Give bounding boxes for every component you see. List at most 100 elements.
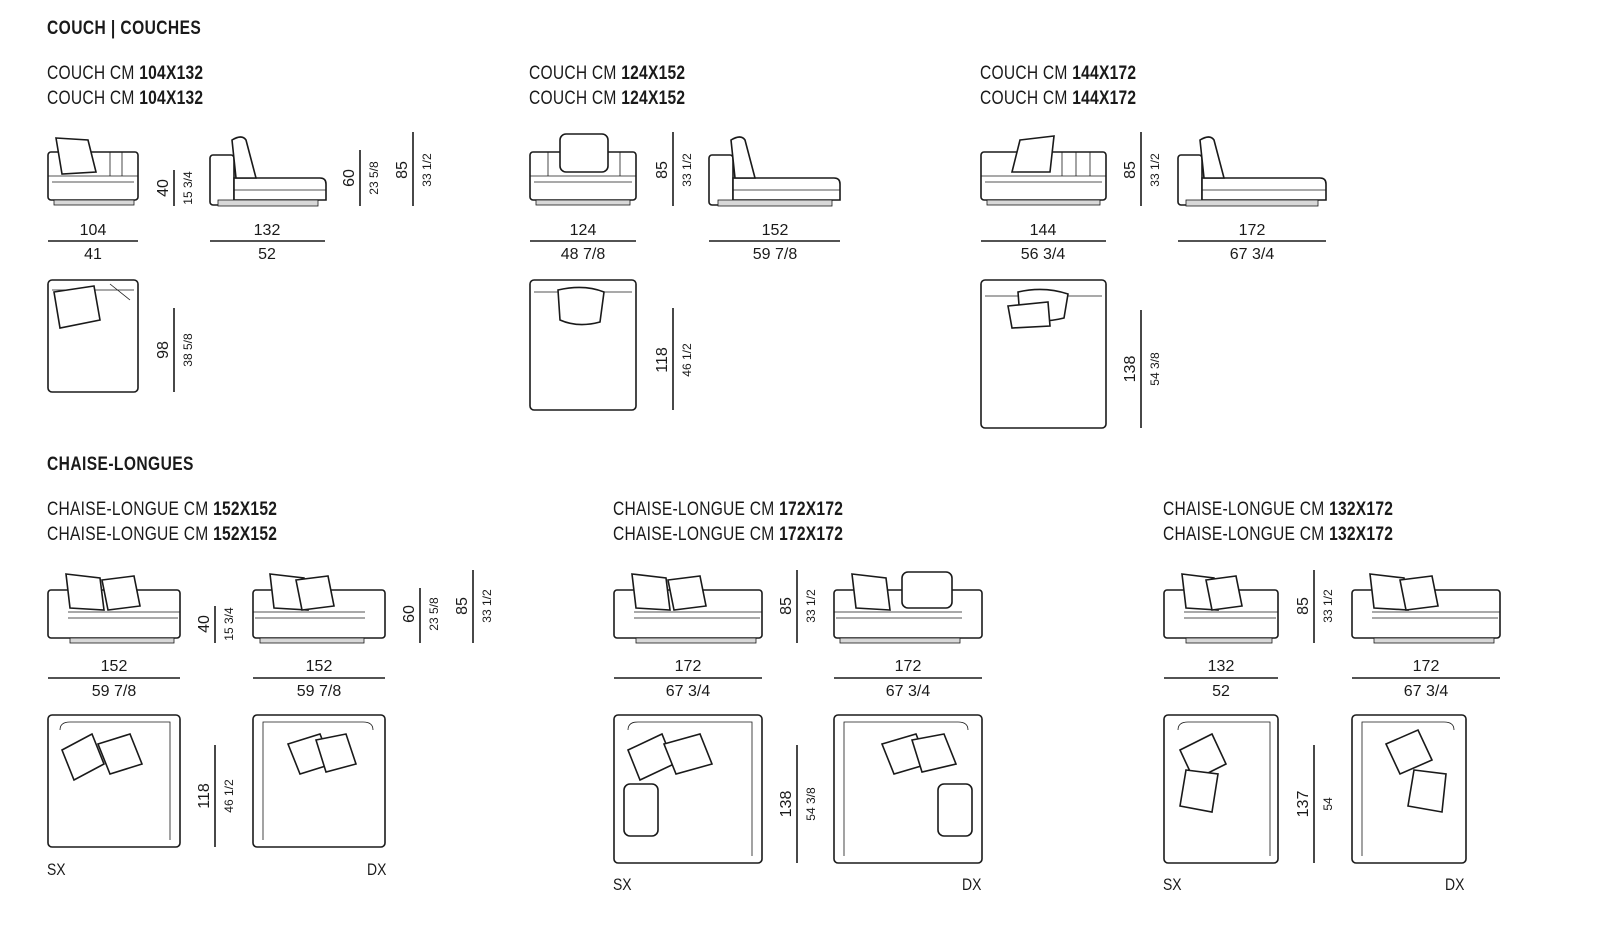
chaise-2-plan-depth-cm: 138 [778, 791, 795, 818]
chaise-3-line1-size: 132X172 [1329, 499, 1394, 520]
couch-3-plan-depth-in: 54 3/8 [1148, 352, 1162, 386]
chaise-1-line2-prefix: CHAISE-LONGUE CM [47, 524, 214, 545]
chaise-3-line1-prefix: CHAISE-LONGUE CM [1163, 499, 1330, 520]
chaise-1-back-height-cm: 85 [454, 597, 471, 615]
chaise-2-line2-prefix: CHAISE-LONGUE CM [613, 524, 780, 545]
couch-3-line1-size: 144X172 [1072, 63, 1137, 84]
chaise-3-front-a-view [1163, 573, 1279, 644]
couch-2-line1-size: 124X152 [621, 63, 686, 84]
chaise-3-front-b-view [1351, 573, 1501, 644]
chaise-2-b-width-cm: 172 [895, 658, 922, 675]
chaise-2-back-height-in: 33 1/2 [804, 589, 818, 623]
chaise-2-a-width-in: 67 3/4 [666, 683, 711, 700]
chaise-3-back-height-cm: 85 [1295, 597, 1312, 615]
couch-1-seat-height-cm: 40 [155, 179, 172, 197]
couch-3-side-view [1177, 136, 1327, 207]
couch-1-title: COUCH CM 104X132 COUCH CM 104X132 [47, 61, 203, 111]
chaise-3-sx-label: SX [1163, 875, 1182, 894]
chaise-1-arm-height-cm: 60 [401, 605, 418, 623]
couch-1-line2-prefix: COUCH CM [47, 88, 140, 109]
couch-2-plan-depth-in: 46 1/2 [680, 343, 694, 377]
couch-1-front-view [47, 137, 139, 206]
couch-2-front-width-cm: 124 [570, 222, 597, 239]
chaise-1-plan-b-view [252, 714, 386, 848]
chaise-2-line2-size: 172X172 [779, 524, 844, 545]
couch-3-line2-prefix: COUCH CM [980, 88, 1073, 109]
chaise-1-sx-label: SX [47, 860, 66, 879]
couch-1-side-width-cm: 132 [254, 222, 281, 239]
couch-2-back-height-cm: 85 [654, 161, 671, 179]
couch-3-side-width-cm: 172 [1239, 222, 1266, 239]
chaise-1-seat-height-in: 15 3/4 [222, 607, 236, 641]
chaise-1-a-width-cm: 152 [101, 658, 128, 675]
chaise-1-line1-size: 152X152 [213, 499, 278, 520]
chaise-1-dx-label: DX [367, 860, 387, 879]
chaise-1-b-width-cm: 152 [306, 658, 333, 675]
couch-1-front-width-in: 41 [84, 246, 102, 263]
chaise-2-title: CHAISE-LONGUE CM 172X172 CHAISE-LONGUE C… [613, 497, 843, 547]
chaise-2-sx-label: SX [613, 875, 632, 894]
chaise-3-title: CHAISE-LONGUE CM 132X172 CHAISE-LONGUE C… [1163, 497, 1393, 547]
chaise-1-b-width-in: 59 7/8 [297, 683, 342, 700]
chaise-3-back-height-in: 33 1/2 [1321, 589, 1335, 623]
couch-2-plan-view [529, 279, 637, 411]
couch-3-plan-view [980, 279, 1107, 429]
couch-2-plan-depth-cm: 118 [654, 347, 671, 373]
chaise-2-b-width-in: 67 3/4 [886, 683, 931, 700]
couch-2-line1-prefix: COUCH CM [529, 63, 622, 84]
couch-1-arm-height-in: 23 5/8 [367, 161, 381, 195]
couch-1-side-view [209, 136, 327, 207]
chaise-1-a-width-in: 59 7/8 [92, 683, 137, 700]
couch-3-side-width-in: 67 3/4 [1230, 246, 1275, 263]
couch-2-side-view [708, 136, 841, 207]
chaise-2-dx-label: DX [962, 875, 982, 894]
chaise-1-arm-height-in: 23 5/8 [427, 597, 441, 631]
couch-1-plan-depth-in: 38 5/8 [181, 333, 195, 367]
couch-2-side-width-in: 59 7/8 [753, 246, 798, 263]
couch-3-plan-depth-cm: 138 [1122, 356, 1139, 383]
couch-2-back-height-in: 33 1/2 [680, 153, 694, 187]
couch-1-line1-size: 104X132 [139, 63, 204, 84]
couch-3-back-height-cm: 85 [1122, 161, 1139, 179]
couch-3-front-width-cm: 144 [1030, 222, 1057, 239]
couch-2-front-width-in: 48 7/8 [561, 246, 606, 263]
chaise-1-plan-depth-in: 46 1/2 [222, 779, 236, 813]
couch-2-front-view [529, 133, 637, 206]
chaise-2-front-b-view [833, 571, 983, 644]
chaise-3-b-width-in: 67 3/4 [1404, 683, 1449, 700]
couch-3-front-width-in: 56 3/4 [1021, 246, 1066, 263]
chaise-1-front-b-view [252, 573, 386, 644]
couch-3-front-view [980, 135, 1107, 206]
couch-2-title: COUCH CM 124X152 COUCH CM 124X152 [529, 61, 685, 111]
chaise-3-plan-depth-in: 54 [1321, 797, 1335, 811]
chaise-3-dx-label: DX [1445, 875, 1465, 894]
chaise-3-line2-prefix: CHAISE-LONGUE CM [1163, 524, 1330, 545]
chaise-2-plan-b-view [833, 714, 983, 864]
chaise-2-plan-a-view [613, 714, 763, 864]
couch-2-line2-prefix: COUCH CM [529, 88, 622, 109]
couches-section-title: COUCH | COUCHES [47, 18, 202, 39]
chaise-3-plan-b-view [1351, 714, 1467, 864]
chaise-3-a-width-cm: 132 [1208, 658, 1235, 675]
chaise-1-plan-depth-cm: 118 [196, 783, 213, 809]
chaise-2-front-a-view [613, 573, 763, 644]
couch-1-side-width-in: 52 [258, 246, 276, 263]
couch-1-plan-depth-cm: 98 [155, 341, 172, 359]
chaise-1-line1-prefix: CHAISE-LONGUE CM [47, 499, 214, 520]
couch-3-back-height-in: 33 1/2 [1148, 153, 1162, 187]
couch-1-line2-size: 104X132 [139, 88, 204, 109]
couch-3-line1-prefix: COUCH CM [980, 63, 1073, 84]
couch-1-back-height-in: 33 1/2 [420, 153, 434, 187]
couch-1-line1-prefix: COUCH CM [47, 63, 140, 84]
chaise-1-title: CHAISE-LONGUE CM 152X152 CHAISE-LONGUE C… [47, 497, 277, 547]
couch-2-side-width-cm: 152 [762, 222, 789, 239]
couch-2-line2-size: 124X152 [621, 88, 686, 109]
chaise-1-seat-height-cm: 40 [196, 615, 213, 633]
couch-1-front-width-cm: 104 [80, 222, 107, 239]
chaise-1-front-a-view [47, 573, 181, 644]
chaise-3-plan-depth-cm: 137 [1295, 791, 1312, 818]
chaise-2-line1-prefix: CHAISE-LONGUE CM [613, 499, 780, 520]
couch-1-back-height-cm: 85 [394, 161, 411, 179]
chaise-section-title: CHAISE-LONGUES [47, 454, 194, 475]
